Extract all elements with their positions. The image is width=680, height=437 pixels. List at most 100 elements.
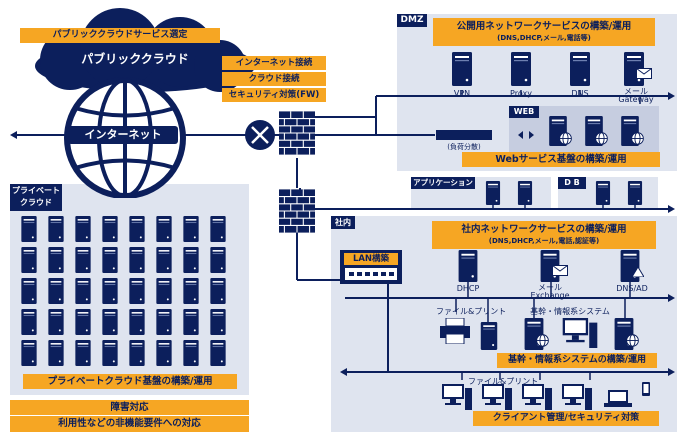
private-server-icon [156, 340, 172, 366]
core-terminal-icon [562, 318, 598, 348]
app-server-icon-2 [517, 181, 533, 205]
web-globe-icon-1 [559, 132, 572, 145]
private-server-icon [48, 216, 64, 242]
load-balance-label: (負荷分散) [447, 143, 481, 151]
exchange-label-line2: Exchange [530, 291, 570, 300]
private-server-icon [102, 340, 118, 366]
proxy-server-icon [511, 52, 531, 86]
client-title: クライアント管理/セキュリティ対策 [473, 411, 659, 426]
private-server-icon [102, 309, 118, 335]
core-system-label: 基幹・情報系システム [530, 307, 610, 316]
db-server-icon-2 [627, 181, 643, 205]
fw-label-cloud: クラウド接続 [222, 72, 326, 86]
private-server-icon [102, 216, 118, 242]
web-tag: WEB [509, 106, 539, 118]
dmz-title-box: 公開用ネットワークサービスの構築/運用 (DNS,DHCP,メール,電話等) [433, 18, 655, 46]
private-server-icon [75, 309, 91, 335]
private-server-icon [183, 216, 199, 242]
private-server-icon [48, 247, 64, 273]
private-server-icon [156, 247, 172, 273]
core-system-title: 基幹・情報系システムの構築/運用 [497, 353, 657, 368]
dnsad-label: DNS/AD [616, 284, 648, 293]
router-icon [245, 120, 275, 150]
internal-tag: 社内 [331, 216, 355, 229]
bottom-box-nonfunctional: 利用性などの非機能要件への対応 [10, 416, 249, 432]
mail-envelope-icon [636, 68, 652, 79]
private-server-icon [129, 309, 145, 335]
internet-label: インターネット [84, 128, 162, 141]
private-server-icon [129, 216, 145, 242]
app-tag: アプリケーション [411, 177, 475, 189]
vpn-server-icon [452, 52, 472, 86]
file-server-icon [480, 322, 498, 350]
dns-server-icon [570, 52, 590, 86]
internal-subtitle: (DNS,DHCP,メール,電話,認証等) [488, 237, 600, 245]
web-globe-icon-3 [631, 132, 644, 145]
private-server-icon [156, 278, 172, 304]
dmz-subtitle: (DNS,DHCP,メール,電話等) [497, 34, 591, 42]
private-server-icon [210, 340, 226, 366]
lb-arrows-icon [518, 131, 534, 139]
private-tag-line2: クラウド [20, 198, 52, 207]
exchange-label-line1: メール [538, 283, 562, 292]
dnsad-server-icon [620, 250, 640, 282]
private-server-icon [210, 247, 226, 273]
private-tag-line1: プライベート [12, 186, 60, 195]
internal-title-box: 社内ネットワークサービスの構築/運用 (DNS,DHCP,メール,電話,認証等) [432, 221, 656, 249]
private-server-icon [183, 247, 199, 273]
client-pc-icon-4 [562, 384, 592, 410]
private-server-grid [20, 216, 242, 368]
switch-icon [345, 268, 397, 280]
private-server-icon [21, 340, 37, 366]
private-server-icon [210, 216, 226, 242]
core-globe-icon-1 [536, 334, 549, 347]
private-server-icon [75, 278, 91, 304]
private-server-icon [183, 340, 199, 366]
dhcp-label: DHCP [456, 284, 480, 293]
public-selection-label: パブリッククラウドサービス選定 [20, 28, 220, 43]
private-server-icon [156, 216, 172, 242]
app-server-icon-1 [485, 181, 501, 205]
lan-label: LAN構築 [344, 253, 398, 265]
core-globe-icon-2 [626, 334, 639, 347]
client-laptop-icon [604, 390, 632, 407]
private-server-icon [75, 340, 91, 366]
bottom-box-failure: 障害対応 [10, 400, 249, 415]
fw-label-internet: インターネット接続 [222, 56, 326, 70]
private-server-icon [75, 216, 91, 242]
mail-gateway-label-line2: Gateway [618, 95, 654, 104]
private-server-icon [21, 216, 37, 242]
private-server-icon [21, 309, 37, 335]
client-pc-icon-2 [482, 384, 512, 410]
proxy-label: Proxy [510, 89, 532, 98]
private-cloud-tag: プライベート クラウド [10, 184, 62, 211]
mobile-device-icon [642, 382, 650, 396]
private-server-icon [129, 340, 145, 366]
mail-gateway-label-line1: メール [624, 87, 648, 96]
private-server-icon [21, 247, 37, 273]
internal-title: 社内ネットワークサービスの構築/運用 [461, 224, 627, 235]
client-pc-icon-3 [522, 384, 552, 410]
private-server-icon [183, 309, 199, 335]
fw-label-security: セキュリティ対策(FW) [222, 88, 326, 102]
private-server-icon [48, 278, 64, 304]
public-cloud-label: パブリッククラウド [81, 52, 189, 66]
dns-label: DNS [571, 89, 589, 98]
private-server-icon [183, 278, 199, 304]
private-server-icon [156, 309, 172, 335]
private-server-icon [75, 247, 91, 273]
firewall-icon-top [279, 110, 315, 156]
printer-icon [440, 318, 470, 344]
private-server-icon [210, 278, 226, 304]
firewall-icon-bottom [279, 188, 315, 234]
private-server-icon [102, 278, 118, 304]
dmz-title: 公開用ネットワークサービスの構築/運用 [456, 21, 632, 32]
file-print-label: ファイル&プリント [436, 307, 507, 316]
web-globe-icon-2 [595, 132, 608, 145]
vpn-label: VPN [453, 89, 471, 98]
private-server-icon [48, 309, 64, 335]
dmz-tag: DMZ [397, 14, 427, 27]
private-server-icon [102, 247, 118, 273]
db-server-icon-1 [595, 181, 611, 205]
private-server-icon [48, 340, 64, 366]
